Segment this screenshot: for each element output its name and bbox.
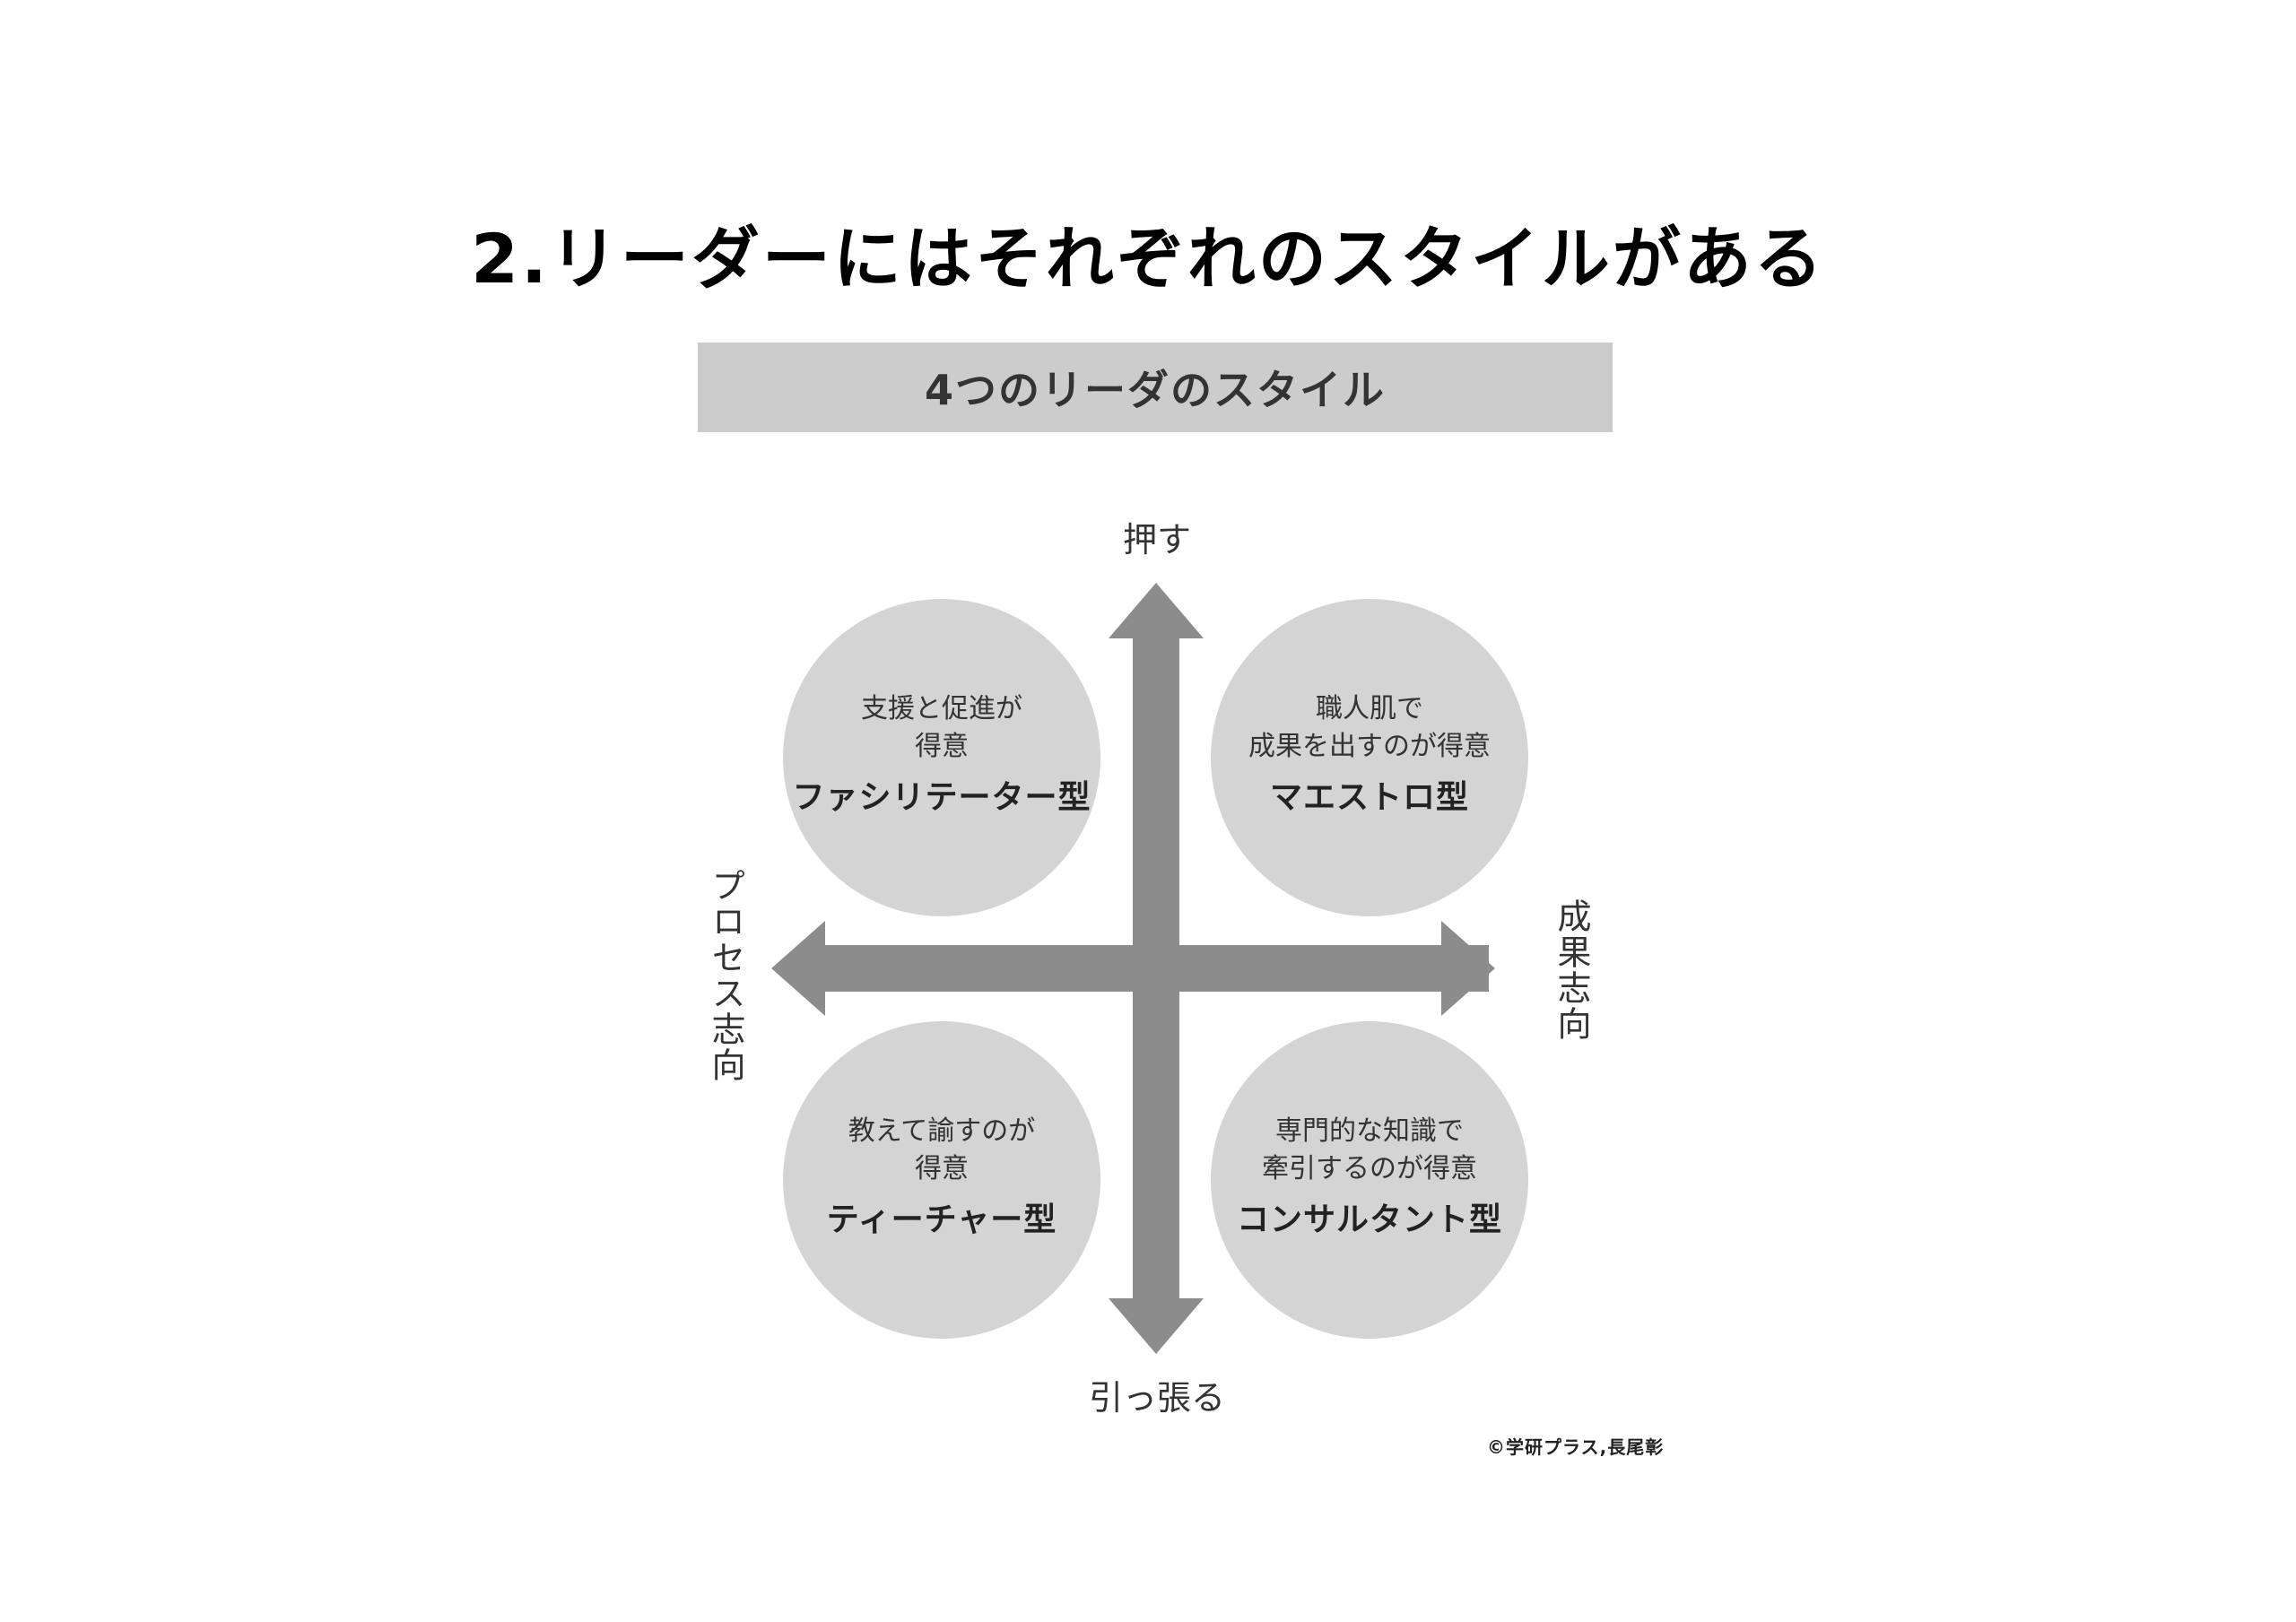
quadrant-description: 職人肌で — [1316, 693, 1423, 724]
quadrant-description: 専門的な知識で — [1275, 1115, 1464, 1147]
quadrant-top-right: 職人肌で 成果を出すのが得意 マエストロ型 — [1208, 690, 1531, 814]
quadrant-style-name: ティーチャー型 — [826, 1201, 1057, 1238]
axis-label-bottom: 引っ張る — [1088, 1378, 1225, 1418]
quadrant-description: 教えて諭すのが — [848, 1115, 1036, 1147]
diagram-banner: 4つのリーダのスタイル — [698, 343, 1613, 432]
quadrant-circle-top-right — [1211, 599, 1528, 916]
down-arrow-head-icon — [1109, 1298, 1204, 1354]
right-arrow-head-icon — [1441, 921, 1495, 1016]
quadrant-circle-top-left — [783, 599, 1100, 916]
quadrant-style-name: ファシリテーター型 — [792, 779, 1091, 816]
quadrant-description: 支援と促進が — [861, 693, 1022, 724]
page-title: 2.リーダーにはそれぞれのスタイルがある — [471, 218, 1825, 299]
axis-label-left: プロセス志向 — [706, 868, 745, 1083]
left-arrow-head-icon — [771, 921, 825, 1016]
vertical-axis-bar — [1133, 632, 1179, 1305]
quadrant-circle-bottom-right — [1211, 1021, 1528, 1339]
quadrant-description: 牽引するのが得意 — [1262, 1153, 1477, 1184]
quadrant-description: 得意 — [915, 731, 969, 762]
quadrant-circle-bottom-left — [783, 1021, 1100, 1339]
quadrant-top-left: 支援と促進が 得意 ファシリテーター型 — [780, 690, 1103, 814]
axis-label-right: 成果志向 — [1552, 898, 1591, 1042]
up-arrow-head-icon — [1109, 583, 1204, 638]
quadrant-style-name: コンサルタント型 — [1236, 1201, 1502, 1238]
banner-title: 4つのリーダのスタイル — [924, 366, 1386, 414]
quadrant-description: 成果を出すのが得意 — [1248, 731, 1491, 762]
quadrant-bottom-left: 教えて諭すのが 得意 ティーチャー型 — [780, 1113, 1103, 1236]
quadrant-bottom-right: 専門的な知識で 牽引するのが得意 コンサルタント型 — [1208, 1113, 1531, 1236]
quadrant-style-name: マエストロ型 — [1269, 779, 1469, 816]
axis-label-top: 押す — [1122, 520, 1191, 559]
quadrant-description: 得意 — [915, 1153, 969, 1184]
copyright-notice: ©学研プラス,長尾彰 — [1487, 1436, 1665, 1458]
